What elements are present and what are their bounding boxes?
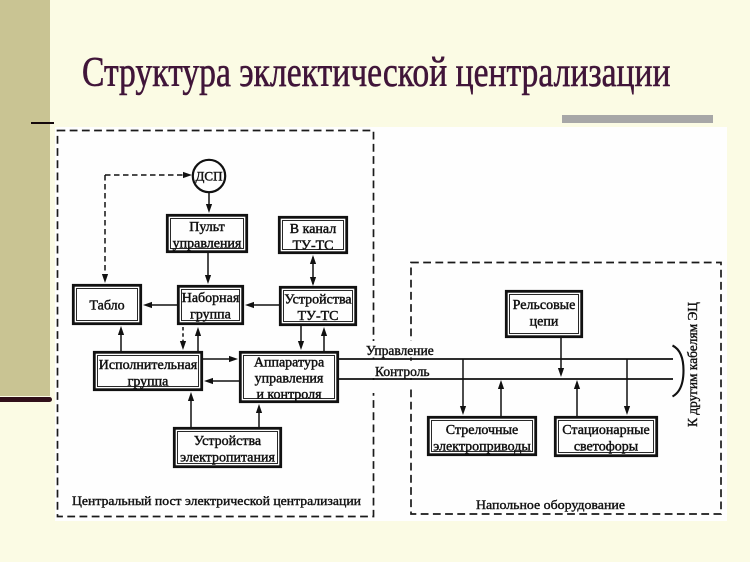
svg-text:группа: группа [128, 375, 170, 390]
svg-text:группа: группа [190, 308, 232, 323]
svg-text:электропитания: электропитания [180, 451, 275, 466]
svg-text:управления: управления [255, 372, 324, 387]
svg-text:светофоры: светофоры [574, 440, 639, 455]
svg-text:В канал: В канал [290, 222, 336, 237]
svg-text:Рельсовые: Рельсовые [513, 298, 576, 313]
svg-text:цепи: цепи [530, 315, 559, 330]
svg-text:Центральный пост электрической: Центральный пост электрической централиз… [72, 493, 361, 508]
svg-text:Табло: Табло [89, 299, 124, 314]
svg-text:ТУ-ТС: ТУ-ТС [292, 239, 333, 254]
svg-text:Напольное оборудование: Напольное оборудование [476, 497, 625, 512]
svg-text:Контроль: Контроль [375, 364, 430, 379]
svg-text:управления: управления [173, 237, 242, 252]
svg-text:электроприводы: электроприводы [433, 440, 531, 455]
svg-text:Стационарные: Стационарные [562, 423, 649, 438]
svg-text:Устройства: Устройства [194, 434, 262, 449]
svg-text:и контроля: и контроля [256, 388, 322, 403]
svg-text:Наборная: Наборная [182, 291, 240, 306]
svg-text:Исполнительная: Исполнительная [99, 358, 198, 373]
svg-text:Пульт: Пульт [189, 220, 224, 235]
svg-text:Устройства: Устройства [284, 293, 352, 308]
svg-text:ТУ-ТС: ТУ-ТС [297, 309, 338, 324]
svg-text:К другим кабелям ЭЦ: К другим кабелям ЭЦ [686, 302, 701, 427]
svg-text:Управление: Управление [366, 343, 434, 358]
svg-text:Аппаратура: Аппаратура [254, 356, 325, 371]
svg-text:Стрелочные: Стрелочные [446, 423, 518, 438]
svg-text:ДСП: ДСП [196, 169, 223, 184]
